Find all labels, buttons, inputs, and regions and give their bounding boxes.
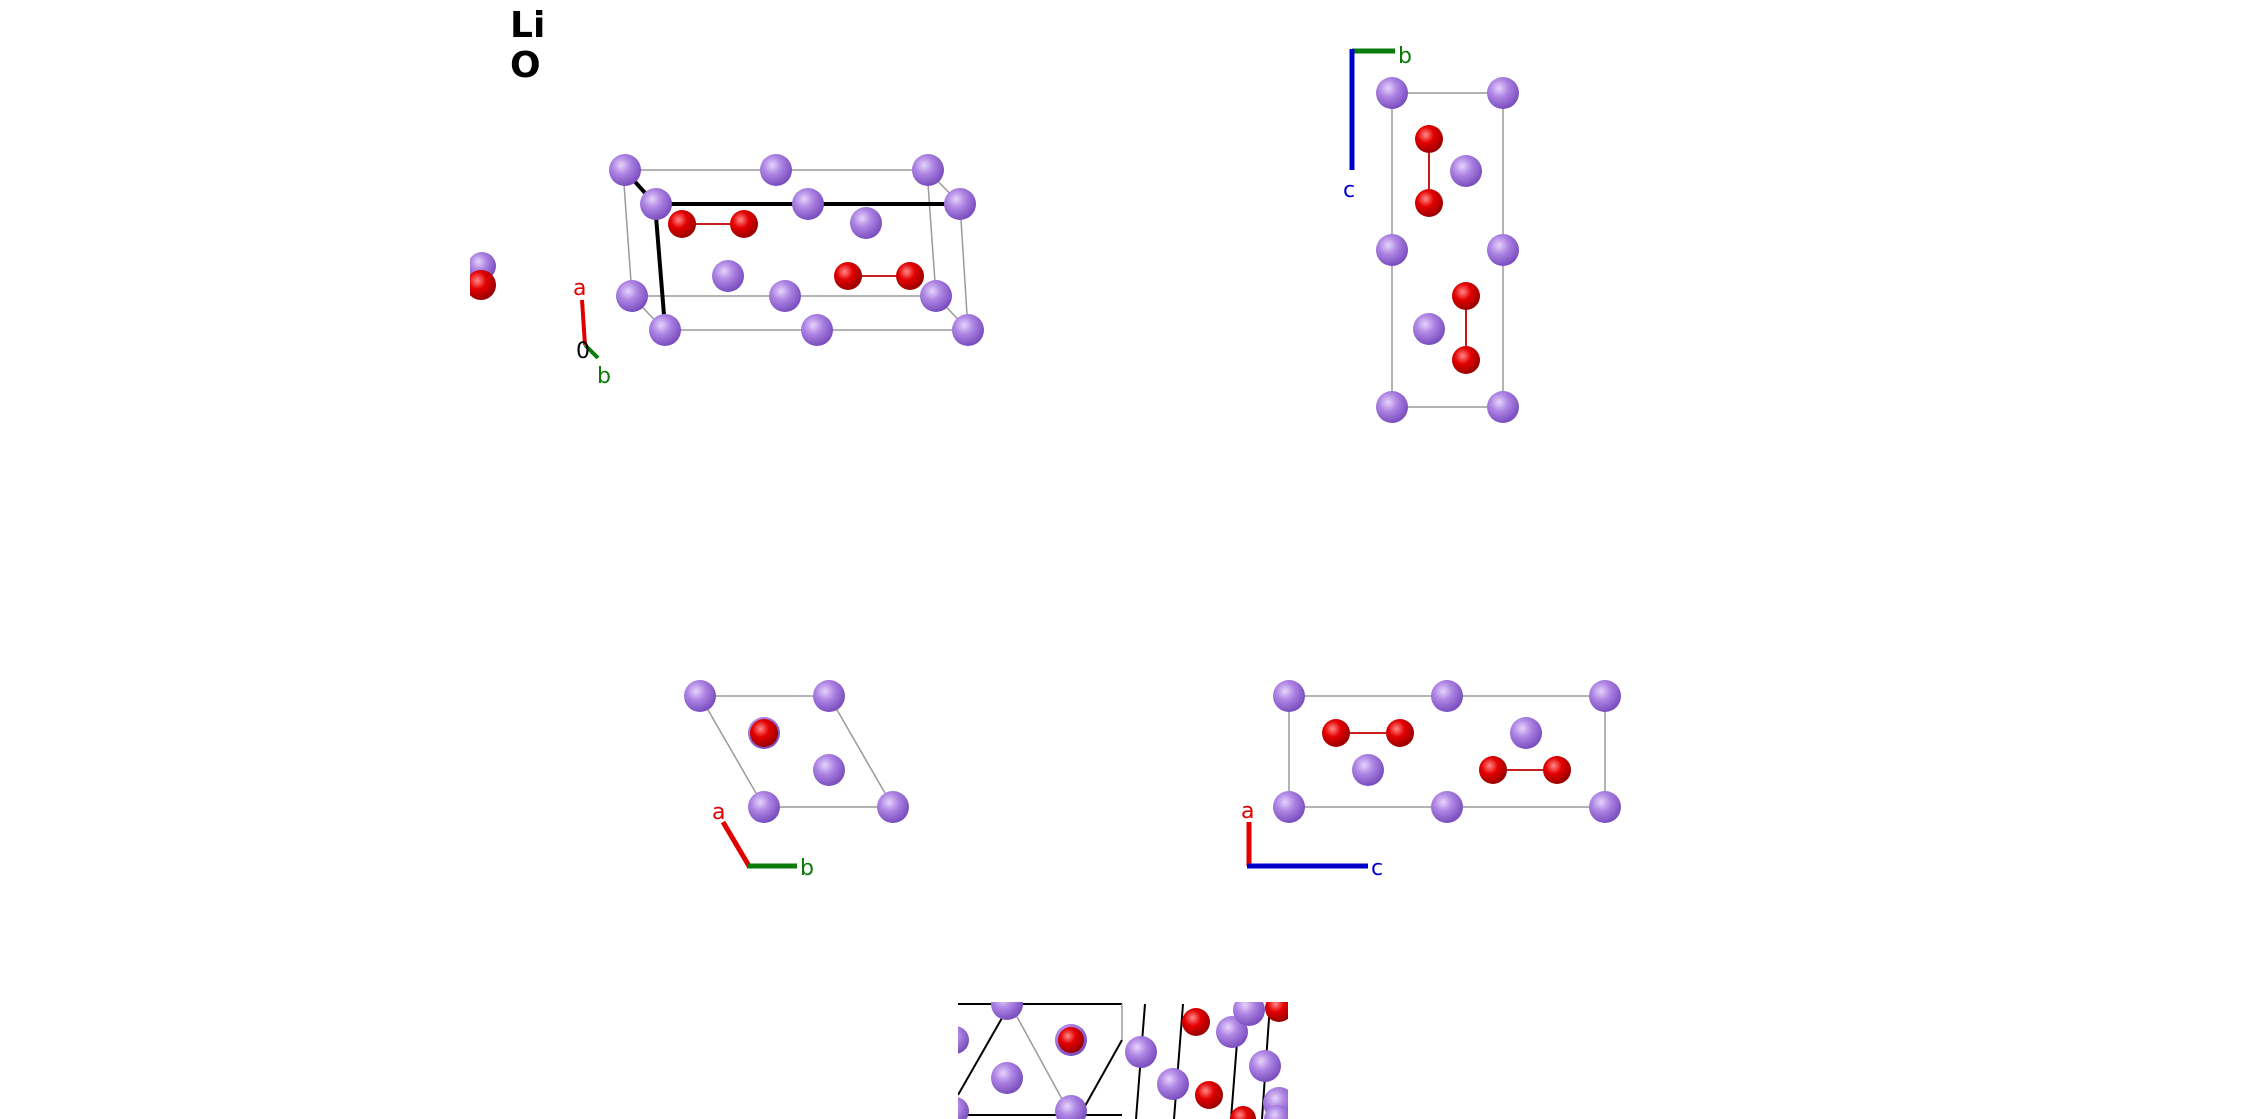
unit-cell-edges bbox=[1288, 695, 1606, 808]
axis-label-b: b bbox=[1398, 44, 1412, 69]
view-along-b: a c bbox=[1241, 680, 1621, 881]
o-atoms bbox=[1415, 125, 1480, 374]
axis-label-b: b bbox=[800, 856, 814, 881]
supercell-li-atoms bbox=[958, 1002, 1288, 1119]
axis-label-c: c bbox=[1343, 178, 1355, 203]
cropped-atoms bbox=[470, 252, 496, 300]
li-atoms bbox=[609, 154, 984, 346]
axis-label-a: a bbox=[1241, 799, 1254, 824]
legend-o: O bbox=[510, 45, 541, 86]
view-along-a: b c bbox=[1343, 44, 1519, 423]
supercell-o-atoms bbox=[1058, 1002, 1288, 1119]
axis-label-a: a bbox=[712, 800, 725, 825]
unit-cell-edges bbox=[1391, 92, 1504, 408]
element-legend: Li O bbox=[510, 6, 545, 86]
legend-li: Li bbox=[510, 5, 546, 46]
view-along-c: a b bbox=[684, 680, 909, 881]
li-atoms bbox=[1273, 680, 1621, 823]
perspective-view: a b 0 bbox=[470, 154, 984, 389]
supercell-cell-lines-thin bbox=[1009, 1003, 1123, 1111]
supercell-view bbox=[958, 1002, 1288, 1119]
o-atoms bbox=[668, 210, 924, 290]
axis-label-a: a bbox=[573, 276, 586, 301]
axis-label-c: c bbox=[1371, 856, 1383, 881]
unit-cell-edges bbox=[698, 695, 895, 808]
axes-triad: a c bbox=[1241, 799, 1383, 881]
li-atoms bbox=[1376, 77, 1519, 423]
o-atoms bbox=[750, 719, 778, 747]
axis-label-origin: 0 bbox=[576, 339, 590, 364]
axes-triad: a b bbox=[712, 800, 814, 881]
axes-triad: a b 0 bbox=[573, 276, 611, 389]
o-atoms bbox=[1322, 719, 1571, 784]
axes-triad: b c bbox=[1343, 44, 1412, 203]
axis-label-b: b bbox=[597, 364, 611, 389]
